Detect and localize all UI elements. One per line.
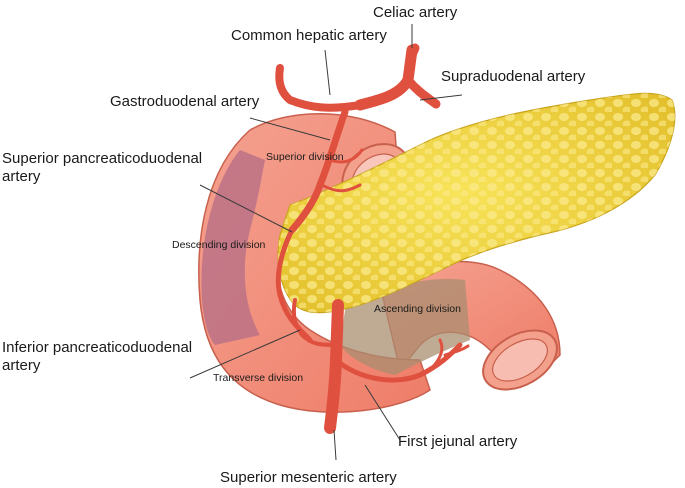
label-common-hepatic-artery: Common hepatic artery (231, 27, 387, 44)
label-ascending-division: Ascending division (374, 303, 461, 315)
label-descending-division: Descending division (172, 239, 266, 251)
label-superior-pd-line1: Superior pancreaticoduodenal (2, 150, 202, 167)
label-transverse-division: Transverse division (213, 372, 303, 384)
label-gastroduodenal-artery: Gastroduodenal artery (110, 93, 260, 110)
label-inferior-pd-line2: artery (2, 357, 41, 374)
leader-lines (189, 24, 463, 461)
label-supraduodenal-artery: Supraduodenal artery (441, 68, 586, 85)
label-inferior-pd-line1: Inferior pancreaticoduodenal (2, 339, 192, 356)
label-celiac-artery: Celiac artery (373, 4, 458, 21)
label-superior-division: Superior division (266, 151, 344, 163)
label-superior-pd-line2: artery (2, 168, 41, 185)
label-superior-mesenteric-artery: Superior mesenteric artery (220, 469, 397, 486)
label-first-jejunal-artery: First jejunal artery (398, 433, 518, 450)
arteries (275, 43, 470, 434)
